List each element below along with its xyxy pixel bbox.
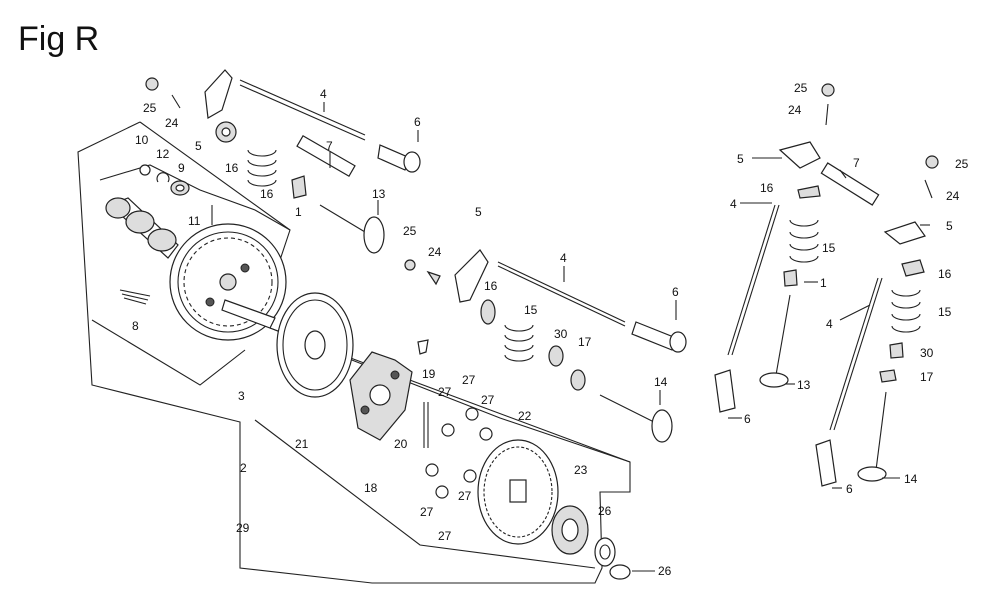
callout-4: 4 [320,87,327,101]
callout-8: 8 [132,319,139,333]
disc-part-22 [477,439,559,545]
callout-5: 5 [195,139,202,153]
callout-26: 26 [658,564,672,578]
callout-22: 22 [518,409,532,423]
callout-25: 25 [403,224,417,238]
callout-25: 25 [143,101,157,115]
callout-17: 17 [578,335,592,349]
callout-23: 23 [574,463,588,477]
callout-27: 27 [481,393,495,407]
callout-21: 21 [295,437,309,451]
callout-27: 27 [438,529,452,543]
callout-17: 17 [920,370,934,384]
callout-16: 16 [938,267,952,281]
callout-24: 24 [428,245,442,259]
callout-16: 16 [225,161,239,175]
callout-11: 11 [188,214,201,228]
callout-20: 20 [394,437,408,451]
callout-15: 15 [822,241,836,255]
callout-24: 24 [946,189,960,203]
callout-4: 4 [826,317,833,331]
callout-12: 12 [156,147,170,161]
spring-part-8 [119,289,151,305]
middle-valve-train [404,249,687,443]
callout-6: 6 [846,482,853,496]
bearing-part-23 [551,505,589,555]
callout-10: 10 [135,133,149,147]
callout-16: 16 [760,181,774,195]
callout-6: 6 [672,285,679,299]
callout-27: 27 [458,489,472,503]
callout-27: 27 [462,373,476,387]
callout-27: 27 [438,385,452,399]
upper-left-valve-train [145,69,421,254]
callout-13: 13 [797,378,811,392]
callout-4: 4 [560,251,567,265]
small-parts-9-10-12 [139,164,213,225]
callout-24: 24 [788,103,802,117]
governor-part-18 [349,351,413,441]
callout-1: 1 [820,276,827,290]
callout-7: 7 [853,156,860,170]
callout-26: 26 [598,504,612,518]
callout-3: 3 [238,389,245,403]
callout-5: 5 [737,152,744,166]
callout-18: 18 [364,481,378,495]
camshaft [105,197,276,329]
callout-19: 19 [422,367,436,381]
callout-24: 24 [165,116,179,130]
callout-9: 9 [178,161,185,175]
callout-16: 16 [484,279,498,293]
callout-7: 7 [326,139,333,153]
right-valve-train [714,83,939,487]
callout-30: 30 [554,327,568,341]
figure-title: Fig R [18,20,100,58]
callout-16: 16 [260,187,274,201]
callout-25: 25 [794,81,808,95]
washers-part-26 [594,537,631,580]
callout-27: 27 [420,505,434,519]
callout-5: 5 [475,205,482,219]
callout-14: 14 [654,375,668,389]
disc-part-21 [276,292,354,398]
callout-15: 15 [938,305,952,319]
callout-6: 6 [414,115,421,129]
callout-29: 29 [236,521,250,535]
callout-25: 25 [955,157,969,171]
callout-labels: 25 24 5 16 16 1 4 6 7 13 10 12 9 11 8 3 … [132,81,969,578]
assembly-bracket-lines [77,121,631,584]
callout-15: 15 [524,303,538,317]
callout-13: 13 [372,187,386,201]
callout-2: 2 [240,461,247,475]
callout-4: 4 [730,197,737,211]
pin-parts-19-20 [417,339,429,448]
callout-leaders [323,102,930,572]
callout-5: 5 [946,219,953,233]
callout-30: 30 [920,346,934,360]
callout-14: 14 [904,472,918,486]
balls-part-27 [425,407,493,499]
callout-1: 1 [295,205,302,219]
callout-6: 6 [744,412,751,426]
